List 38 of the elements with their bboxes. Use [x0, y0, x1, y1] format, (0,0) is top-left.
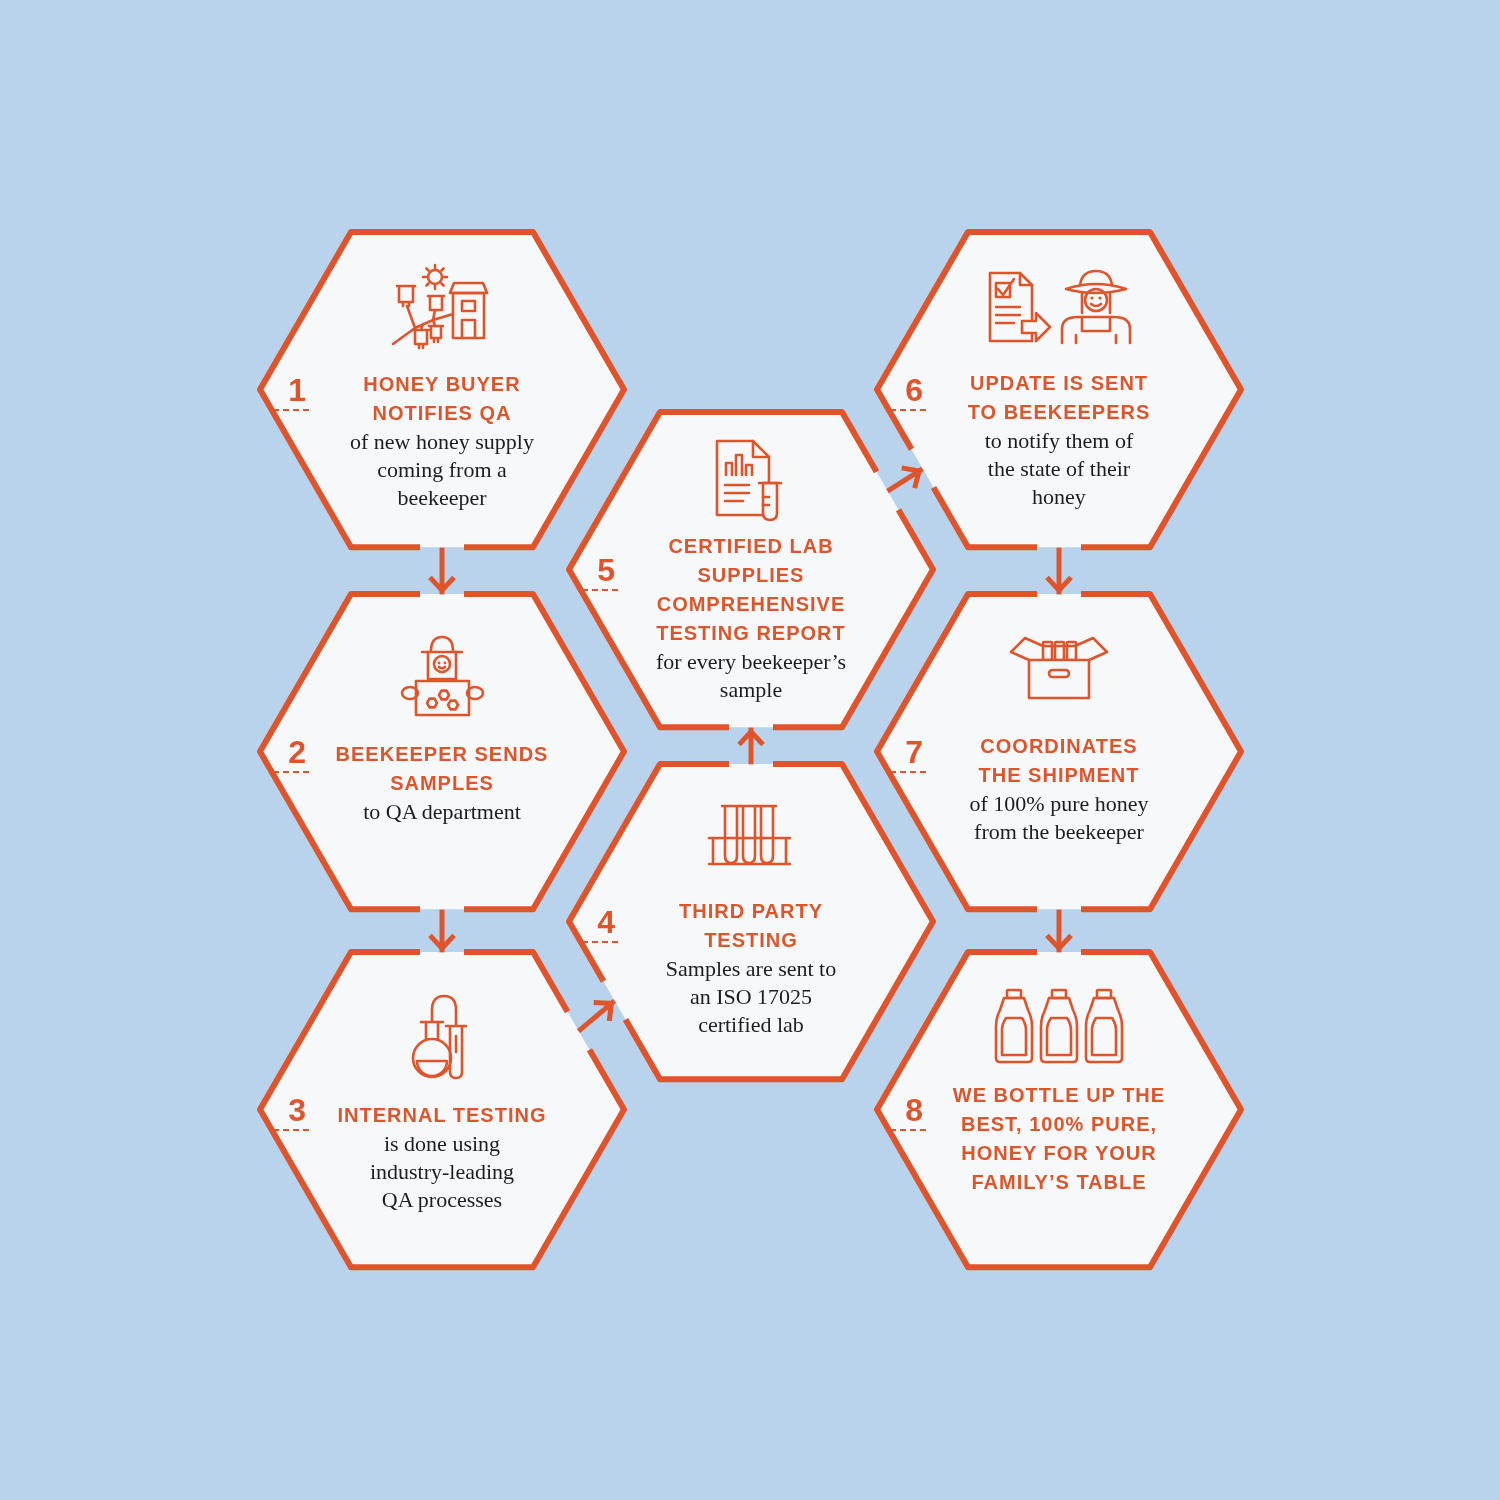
hexagon-step: [257, 949, 627, 1271]
step-heading: WE BOTTLE UP THE BEST, 100% PURE, HONEY FOR YOUR FAMILY’S TABLE: [952, 1083, 1166, 1195]
step-heading: THIRD PARTY TESTING: [678, 899, 824, 953]
step-heading: UPDATE IS SENT TO BEEKEEPERS: [967, 371, 1151, 425]
hexagon-step: [874, 591, 1244, 913]
hexagon-step: [874, 229, 1244, 551]
step-description: is done using industry-leading QA processes: [369, 1130, 515, 1214]
hexagon-step: [874, 949, 1244, 1271]
step-description: of new honey supply coming from a beekeeper: [349, 428, 535, 512]
step-description: to QA department: [362, 798, 522, 826]
step-number: 3: [273, 1091, 309, 1131]
arrow: [1044, 547, 1074, 595]
arrow: [736, 727, 766, 765]
step-description: of 100% pure honey from the beekeeper: [968, 790, 1150, 846]
step-number: 1: [273, 371, 309, 411]
step-heading: HONEY BUYER NOTIFIES QA: [362, 372, 522, 426]
step-description: Samples are sent to an ISO 17025 certified lab: [665, 955, 837, 1039]
step-description: to notify them of the state of their honey: [984, 427, 1134, 511]
step-number: 8: [890, 1091, 926, 1131]
step-number: 7: [890, 733, 926, 773]
hexagon-step: [566, 761, 936, 1083]
arrow: [1044, 909, 1074, 953]
hexagon-step: [257, 229, 627, 551]
step-number: 2: [273, 733, 309, 773]
hexagon-step: [566, 409, 936, 731]
arrow: [427, 547, 457, 595]
arrow: [427, 909, 457, 953]
arrow: [576, 998, 617, 1034]
step-heading: BEEKEEPER SENDS SAMPLES: [335, 742, 549, 796]
step-number: 5: [582, 551, 618, 591]
step-heading: INTERNAL TESTING: [337, 1103, 547, 1128]
hexagon-step: [257, 591, 627, 913]
step-number: 6: [890, 371, 926, 411]
step-heading: CERTIFIED LAB SUPPLIES COMPREHENSIVE TESTING REPORT: [655, 534, 847, 646]
arrow: [886, 465, 924, 494]
step-heading: COORDINATES THE SHIPMENT: [978, 734, 1140, 788]
step-number: 4: [582, 903, 618, 943]
step-description: for every beekeeper’s sample: [655, 648, 847, 704]
